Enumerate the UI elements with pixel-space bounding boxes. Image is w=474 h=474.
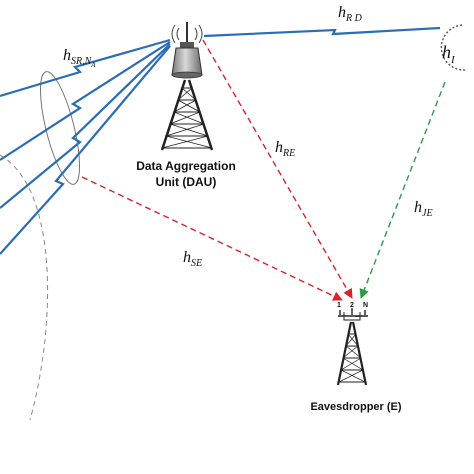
dau-label-line2: Unit (DAU) (156, 175, 217, 189)
channel-label-h-je: hJE (414, 199, 433, 219)
dau-label-line1: Data Aggregation (136, 159, 236, 173)
destination-node-arc (440, 24, 467, 71)
eavesdropper-label: Eavesdropper (E) (310, 401, 401, 413)
channel-label-h-rd: hR D (338, 4, 363, 24)
source-to-dau-links (0, 38, 171, 255)
wireless-link-1 (0, 38, 171, 98)
eve-antenna-dots: ... (355, 312, 361, 319)
eve-antenna-label-2: 2 (350, 302, 354, 309)
channel-label-h-se: hSE (183, 249, 202, 269)
eve-antenna-label-n: N (363, 302, 368, 309)
jammer-to-eve-link (359, 81, 446, 299)
dau-to-destination-link (203, 26, 441, 38)
dau-tower-icon (160, 22, 214, 151)
antenna-group-ellipse (39, 71, 81, 185)
eve-antenna-label-1: 1 (337, 302, 341, 309)
coverage-arc (0, 154, 49, 421)
eavesdropper-tower-icon (336, 308, 368, 386)
source-to-eve-link (81, 176, 343, 301)
wireless-link-3 (0, 43, 171, 209)
channel-label-h-re: hRE (275, 139, 295, 159)
channel-label-h-sr-na: hSR,NA (63, 47, 96, 69)
channel-label-h-i: hI (442, 42, 456, 66)
wireless-link-4 (0, 45, 171, 255)
wireless-link-2 (0, 41, 171, 161)
